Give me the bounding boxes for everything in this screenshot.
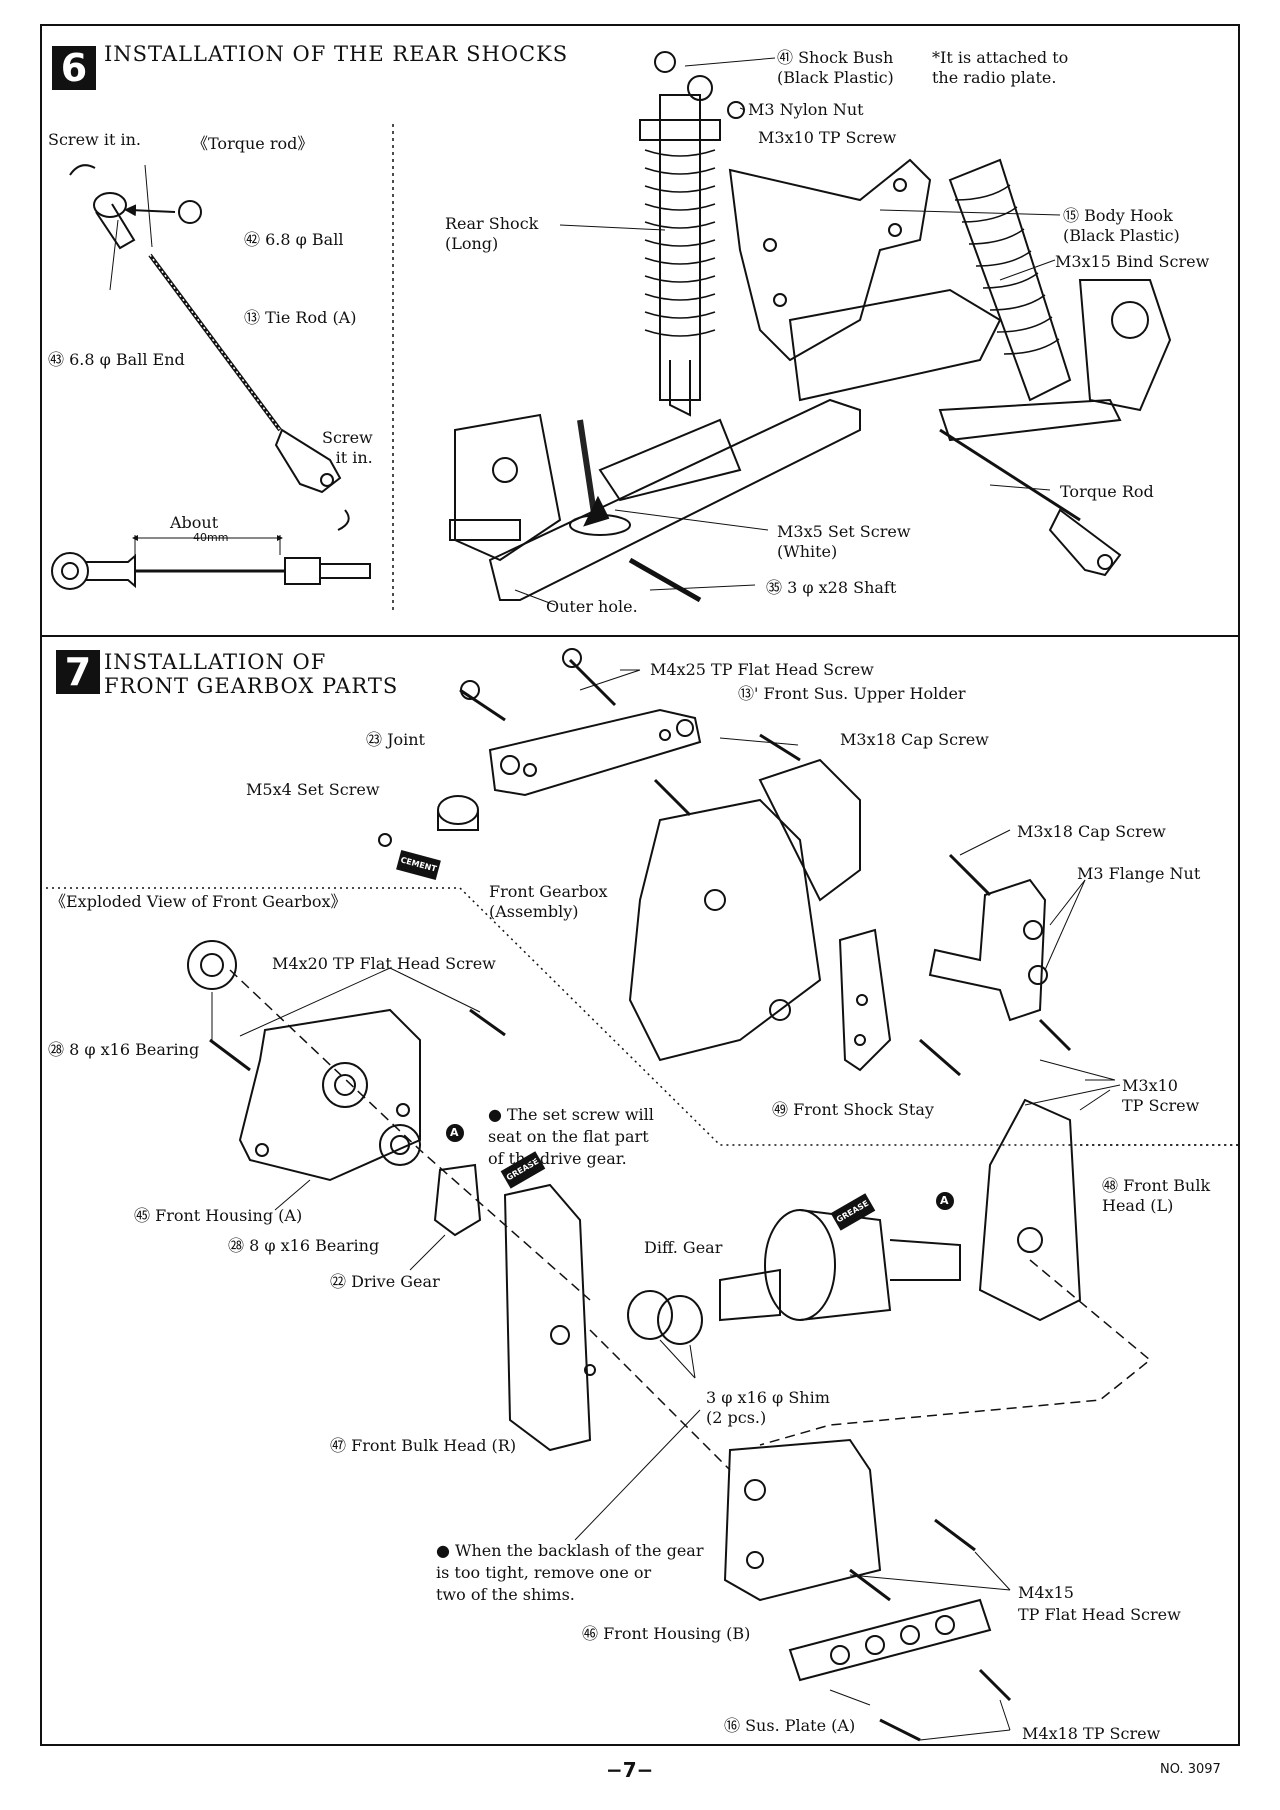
label-flange-nut: M3 Flange Nut (1077, 864, 1201, 883)
label-ball: ㊷ 6.8 φ Ball (244, 230, 344, 249)
label-backlash-note: ● When the backlash of the gear is too t… (436, 1541, 704, 1604)
label-torque-rod: Torque Rod (1060, 482, 1154, 501)
document-number: NO. 3097 (1160, 1762, 1221, 1777)
label-screw-it-in-top: Screw it in. (48, 130, 141, 149)
exploded-gearbox-drawing (40, 887, 1240, 1742)
label-bulk-head-l: ㊽ Front Bulk Head (L) (1102, 1176, 1211, 1215)
label-shaft: ㉟ 3 φ x28 Shaft (766, 578, 897, 597)
label-tp-screw-3x10: M3x10 TP Screw (1122, 1076, 1200, 1115)
label-upper-holder: ⑬' Front Sus. Upper Holder (738, 684, 966, 703)
label-front-gearbox: Front Gearbox (Assembly) (489, 882, 608, 921)
label-flat-head-4x15: M4x15 TP Flat Head Screw (1018, 1583, 1181, 1624)
label-about-dimension: 40mm (193, 531, 229, 544)
badge-a-left: A (450, 1126, 459, 1139)
label-about: About (170, 513, 219, 532)
badge-a-right: A (940, 1194, 949, 1207)
label-cap-screw-4x18: M4x18 TP Screw (1022, 1724, 1161, 1743)
label-bearing-top: ㉘ 8 φ x16 Bearing (48, 1040, 200, 1059)
step-6-number: 6 (52, 46, 96, 90)
label-drive-gear: ㉒ Drive Gear (330, 1272, 440, 1291)
front-gearbox-assembly-drawing (378, 648, 1072, 1077)
label-attached-note: *It is attached to the radio plate. (932, 48, 1069, 87)
label-joint: ㉓ Joint (366, 730, 425, 749)
label-flat-head-4x25: M4x25 TP Flat Head Screw (650, 660, 874, 679)
label-diff-gear: Diff. Gear (644, 1238, 723, 1257)
label-rear-shock: Rear Shock (Long) (445, 214, 539, 253)
label-sus-plate: ⑯ Sus. Plate (A) (724, 1716, 856, 1735)
page-frame (40, 24, 1240, 1746)
label-bearing-bottom: ㉘ 8 φ x16 Bearing (228, 1236, 380, 1255)
label-bulk-head-r: ㊼ Front Bulk Head (R) (330, 1436, 517, 1455)
label-front-shock-stay: ㊾ Front Shock Stay (772, 1100, 934, 1119)
label-torque-rod-section: 《Torque rod》 (192, 134, 314, 153)
label-set-screw-note: ● The set screw will seat on the flat pa… (488, 1105, 654, 1168)
label-set-screw-3x5: M3x5 Set Screw (White) (777, 522, 911, 561)
step-7-number: 7 (56, 650, 100, 694)
torque-rod-diagram (51, 164, 371, 590)
label-tp-screw-3x10-step6: M3x10 TP Screw (758, 128, 897, 147)
label-shock-bush: ㊶ Shock Bush (Black Plastic) (777, 48, 894, 87)
label-tie-rod: ⑬ Tie Rod (A) (244, 308, 357, 327)
a-badges (446, 1124, 954, 1210)
label-flat-head-4x20: M4x20 TP Flat Head Screw (272, 954, 496, 973)
step-7-title: INSTALLATION OF FRONT GEARBOX PARTS (104, 650, 399, 698)
label-front-housing-b: ㊻ Front Housing (B) (582, 1624, 751, 1643)
label-ball-end: ㊸ 6.8 φ Ball End (48, 350, 185, 369)
label-cap-screw-right: M3x18 Cap Screw (1017, 822, 1166, 841)
rear-chassis-drawing (449, 51, 1172, 603)
label-outer-hole: Outer hole. (546, 597, 638, 616)
label-front-housing-a: ㊺ Front Housing (A) (134, 1206, 303, 1225)
label-set-screw-5x4: M5x4 Set Screw (246, 780, 380, 799)
label-nylon-nut: M3 Nylon Nut (748, 100, 864, 119)
label-bind-screw: M3x15 Bind Screw (1055, 252, 1210, 271)
label-exploded-view: 《Exploded View of Front Gearbox》 (50, 892, 347, 911)
label-screw-it-in-bottom: Screw it in. (322, 428, 373, 467)
leader-lines (211, 57, 1121, 1741)
label-body-hook: ⑮ Body Hook (Black Plastic) (1063, 206, 1180, 245)
step-6-title: INSTALLATION OF THE REAR SHOCKS (104, 42, 569, 66)
page-number: −7− (606, 1758, 654, 1782)
label-cap-screw-top: M3x18 Cap Screw (840, 730, 989, 749)
label-shim: 3 φ x16 φ Shim (2 pcs.) (706, 1388, 830, 1427)
